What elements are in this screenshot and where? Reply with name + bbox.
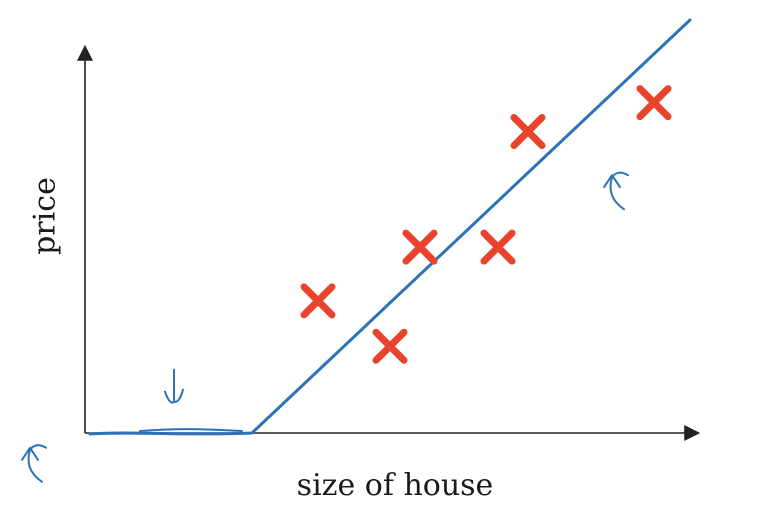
fit-line bbox=[88, 18, 692, 436]
data-point bbox=[300, 283, 336, 319]
data-point bbox=[372, 328, 408, 364]
down-arrow-annotation bbox=[164, 368, 184, 404]
curved-up-arrow-annotation bbox=[603, 171, 629, 211]
annotation-layer bbox=[21, 171, 629, 483]
fit-line-stroke bbox=[139, 428, 243, 432]
data-point bbox=[402, 229, 438, 265]
data-point bbox=[480, 229, 516, 265]
data-point bbox=[636, 85, 672, 121]
curved-up-arrow-annotation bbox=[21, 444, 47, 483]
y-axis-label: price bbox=[27, 177, 63, 255]
data-points-layer bbox=[300, 85, 672, 364]
data-point bbox=[510, 114, 546, 150]
fit-line-layer bbox=[88, 18, 692, 436]
x-axis-label: size of house bbox=[296, 468, 494, 503]
